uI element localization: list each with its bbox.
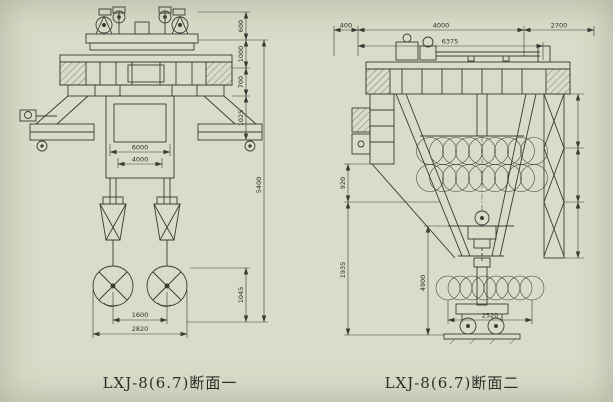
limit-switch xyxy=(19,109,37,122)
left-view-height-dims: 600 1000 700 1025 1045 5400 xyxy=(187,11,268,323)
coil-carriage xyxy=(443,303,521,345)
left-view-caption: LXJ-8(6.7)断面一 xyxy=(103,374,238,392)
hook-assemblies xyxy=(92,178,188,307)
right-view-side-ticks xyxy=(564,93,584,259)
dim-gauge-1600: 1600 xyxy=(132,311,149,319)
a-frame xyxy=(371,93,537,259)
dim-wheelbase-4000: 4000 xyxy=(433,22,450,30)
trolley xyxy=(85,6,199,51)
right-view: 400 4000 2700 6375 920 1935 4900 2520 xyxy=(333,22,595,345)
main-beam xyxy=(365,61,571,95)
lower-coil xyxy=(435,266,545,306)
dim-left-1935: 1935 xyxy=(339,262,347,279)
center-frame xyxy=(105,95,175,179)
dim-overall-5400: 5400 xyxy=(255,177,263,194)
dim-base-2820: 2820 xyxy=(132,325,149,333)
dim-hook-1045: 1045 xyxy=(237,287,245,304)
portal-legs xyxy=(19,95,263,152)
dim-span-4000: 4000 xyxy=(132,156,149,164)
dim-coil-2520: 2520 xyxy=(482,312,499,320)
dim-overall-6375: 6375 xyxy=(442,38,459,46)
dim-girder-1000: 1000 xyxy=(237,46,245,63)
left-view-span-dims: 6000 4000 xyxy=(109,144,171,168)
roof-machinery xyxy=(395,33,551,63)
left-tower xyxy=(351,93,395,165)
bridge-girder xyxy=(59,54,233,97)
left-view: 6000 4000 600 1000 700 1025 1045 5400 16… xyxy=(19,6,268,338)
dim-leg-1025: 1025 xyxy=(237,110,245,127)
right-tower xyxy=(543,93,565,259)
dim-height-4900: 4900 xyxy=(419,275,427,292)
right-view-bottom-dims: 4900 2520 xyxy=(419,225,533,336)
upper-coil xyxy=(416,137,548,192)
dim-end-400: 400 xyxy=(340,22,352,30)
right-view-top-dims: 400 4000 2700 6375 xyxy=(333,22,595,60)
dim-leg-700: 700 xyxy=(237,76,245,88)
right-view-caption: LXJ-8(6.7)断面二 xyxy=(385,374,520,392)
left-view-bottom-dims: 1600 2820 xyxy=(92,290,188,338)
dim-left-920: 920 xyxy=(339,177,347,189)
dim-tail-2700: 2700 xyxy=(551,22,568,30)
dim-span-6000: 6000 xyxy=(132,144,149,152)
dim-trolley-600: 600 xyxy=(237,20,245,32)
